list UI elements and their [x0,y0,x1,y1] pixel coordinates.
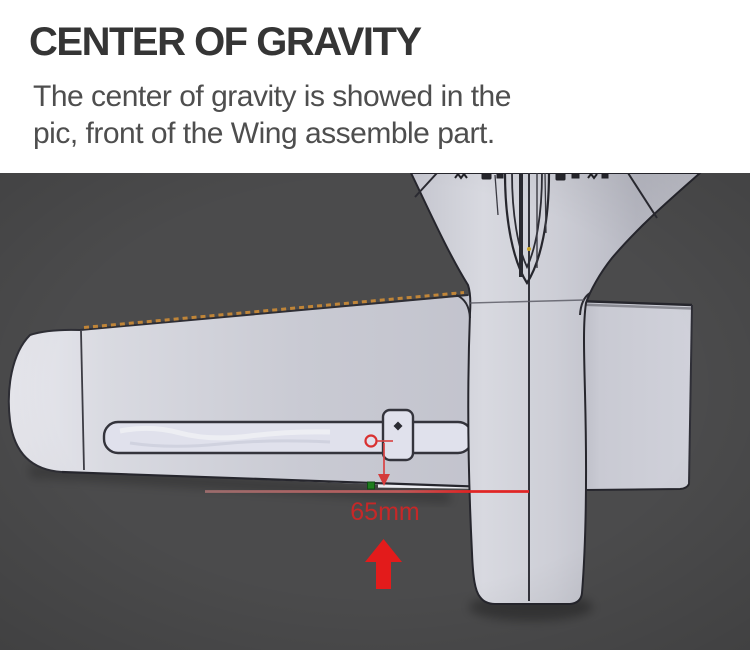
up-arrow-icon [365,539,402,589]
cad-render: 65mm [0,173,750,650]
cg-figure: 65mm [0,173,750,650]
cg-green-marker [367,481,375,490]
vignette [0,173,750,650]
description-line-2: pic, front of the Wing assemble part. [33,117,495,150]
measurement-label: 65mm [350,498,419,526]
bottom-margin [0,650,750,666]
cg-annotations: 65mm [205,434,529,589]
cg-circle-marker [364,434,378,448]
header: CENTER OF GRAVITY The center of gravity … [0,0,750,173]
description: The center of gravity is showed in the p… [33,78,511,152]
cg-arrow-line [378,443,390,486]
description-line-1: The center of gravity is showed in the [33,80,511,113]
page-title: CENTER OF GRAVITY [29,20,422,64]
